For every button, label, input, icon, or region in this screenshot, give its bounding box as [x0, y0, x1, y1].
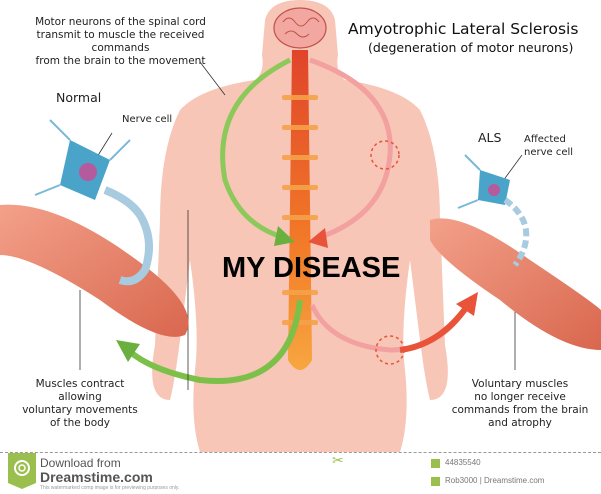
- top-note-line: Motor neurons of the spinal cord: [35, 16, 206, 28]
- note-line: and atrophy: [488, 417, 552, 429]
- site-name: Dreamstime.com: [40, 469, 153, 485]
- overlay-title: MY DISEASE: [222, 252, 401, 284]
- normal-heading: Normal: [56, 90, 102, 105]
- green-arrowhead-icon: [274, 226, 295, 246]
- label-line: nerve cell: [524, 147, 574, 158]
- degeneration-marker: [375, 335, 405, 365]
- note-line: Muscles contract: [35, 378, 125, 390]
- als-heading: ALS: [478, 130, 502, 145]
- normal-muscle: [0, 204, 189, 337]
- dreamstime-logo-icon: [8, 453, 36, 489]
- als-nerve-cell-icon: [457, 154, 530, 267]
- diagram-title: Amyotrophic Lateral Sclerosis: [348, 20, 579, 38]
- note-line: of the body: [50, 417, 110, 429]
- affected-nerve-cell-label: Affected nerve cell: [524, 133, 573, 159]
- note-line: allowing: [58, 391, 102, 403]
- degeneration-marker: [370, 140, 400, 170]
- als-signal-arrow-lower: [399, 303, 471, 353]
- top-note: Motor neurons of the spinal cord transmi…: [18, 16, 223, 68]
- als-muscle: [430, 218, 601, 350]
- diagram-subtitle: (degeneration of motor neurons): [368, 40, 574, 55]
- normal-nerve-cell-icon: [34, 119, 153, 286]
- normal-signal-arrow-lower: [125, 299, 303, 384]
- green-arrowhead-icon: [116, 340, 140, 362]
- download-from: Download from: [40, 456, 121, 470]
- note-line: commands from the brain: [451, 404, 589, 416]
- top-note-line: transmit to muscle the received commands: [36, 29, 205, 54]
- author-icon: [431, 477, 440, 486]
- brain-icon: [273, 7, 327, 49]
- als-signal-arrow-upper: [309, 57, 393, 241]
- note-line: Voluntary muscles: [471, 378, 569, 390]
- normal-signal-arrow-upper: [220, 57, 292, 241]
- normal-note: Muscles contract allowing voluntary move…: [0, 378, 160, 430]
- credit: Rob3000 | Dreamstime.com: [445, 476, 545, 485]
- note-line: no longer receive: [474, 391, 566, 403]
- top-note-line: from the brain to the movement: [35, 55, 206, 67]
- note-line: voluntary movements: [22, 404, 138, 416]
- watermark-footer: Download from Dreamstime.com This waterm…: [0, 452, 601, 494]
- red-arrowhead-icon: [308, 228, 328, 248]
- image-id: 44835540: [445, 458, 481, 467]
- als-note: Voluntary muscles no longer receive comm…: [440, 378, 600, 430]
- vertebrae: [282, 95, 318, 325]
- label-line: Affected: [524, 134, 566, 145]
- id-icon: [431, 459, 440, 468]
- red-arrowhead-icon: [456, 292, 478, 316]
- disclaimer: This watermarked comp image is for previ…: [40, 485, 180, 491]
- scissors-icon: ✂: [332, 453, 344, 469]
- nerve-cell-label: Nerve cell: [122, 114, 173, 125]
